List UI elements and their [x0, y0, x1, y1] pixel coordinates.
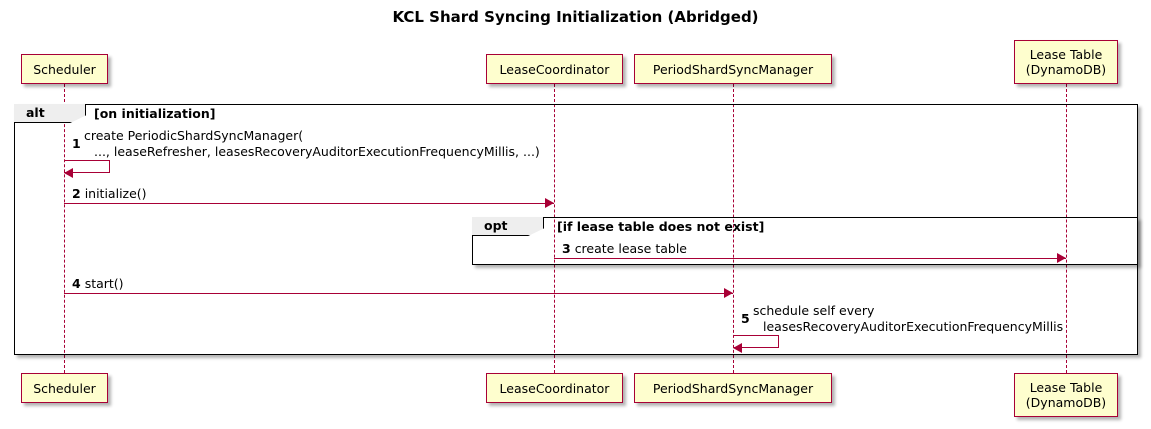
message-4-line: [64, 293, 733, 294]
message-2-arrowhead: [545, 198, 554, 208]
message-3-label: 3 create lease table: [562, 241, 687, 256]
lifeline-period-shard-sync-manager: [733, 84, 734, 373]
message-2-label: 2 initialize(): [72, 186, 147, 201]
participant-label: PeriodShardSyncManager: [652, 380, 814, 396]
message-2-text: initialize(): [84, 186, 147, 201]
message-3-number: 3: [562, 241, 571, 256]
message-1-text: create PeriodicShardSyncManager( ..., le…: [84, 128, 540, 160]
fragment-alt-condition: [on initialization]: [94, 106, 216, 121]
participant-scheduler-bottom[interactable]: Scheduler: [21, 373, 108, 403]
participant-label-line1: Lease Table: [1029, 47, 1103, 62]
participant-lease-coordinator-top[interactable]: LeaseCoordinator: [486, 54, 623, 84]
message-1-line1: create PeriodicShardSyncManager(: [84, 128, 304, 143]
participant-label-line1: Lease Table: [1029, 380, 1103, 395]
message-1-number: 1: [72, 136, 81, 151]
message-5-line1: schedule self every: [753, 303, 875, 318]
message-5-line2: leasesRecoveryAuditorExecutionFrequencyM…: [763, 319, 1064, 334]
message-2-line: [64, 203, 554, 204]
message-5-self-loop: [733, 335, 779, 348]
participant-period-shard-sync-manager-top[interactable]: PeriodShardSyncManager: [634, 54, 832, 84]
message-5-arrowhead: [733, 343, 742, 353]
participant-period-shard-sync-manager-bottom[interactable]: PeriodShardSyncManager: [634, 373, 832, 403]
fragment-opt: [472, 217, 1138, 265]
message-1-arrowhead: [64, 168, 73, 178]
participant-label-line2: (DynamoDB): [1025, 62, 1107, 77]
message-1-line2: ..., leaseRefresher, leasesRecoveryAudit…: [94, 144, 540, 159]
lifeline-scheduler: [64, 84, 65, 373]
lifeline-lease-table: [1066, 84, 1067, 373]
participant-label-line2: (DynamoDB): [1025, 395, 1107, 410]
lifeline-lease-coordinator: [554, 84, 555, 373]
message-5-number: 5: [741, 311, 750, 326]
message-5-text: schedule self every leasesRecoveryAudito…: [753, 303, 1063, 335]
participant-label: LeaseCoordinator: [499, 61, 610, 77]
message-3-line: [554, 258, 1066, 259]
participant-lease-table-top[interactable]: Lease Table (DynamoDB): [1014, 40, 1118, 84]
message-3-arrowhead: [1057, 253, 1066, 263]
participant-scheduler-top[interactable]: Scheduler: [21, 54, 108, 84]
message-1-self-loop: [64, 160, 110, 173]
fragment-opt-operator-label: opt: [472, 217, 544, 236]
message-3-text: create lease table: [574, 241, 687, 256]
participant-label: Scheduler: [33, 61, 96, 77]
message-4-number: 4: [72, 276, 81, 291]
participant-label: Scheduler: [33, 380, 96, 396]
participant-label: PeriodShardSyncManager: [652, 61, 814, 77]
message-4-text: start(): [84, 276, 124, 291]
participant-label: LeaseCoordinator: [499, 380, 610, 396]
message-4-arrowhead: [724, 288, 733, 298]
message-4-label: 4 start(): [72, 276, 124, 291]
page-title: KCL Shard Syncing Initialization (Abridg…: [392, 8, 759, 26]
fragment-alt-operator-label: alt: [14, 104, 86, 123]
fragment-opt-condition: [if lease table does not exist]: [557, 219, 765, 234]
message-2-number: 2: [72, 186, 81, 201]
participant-lease-coordinator-bottom[interactable]: LeaseCoordinator: [486, 373, 623, 403]
participant-lease-table-bottom[interactable]: Lease Table (DynamoDB): [1014, 373, 1118, 417]
